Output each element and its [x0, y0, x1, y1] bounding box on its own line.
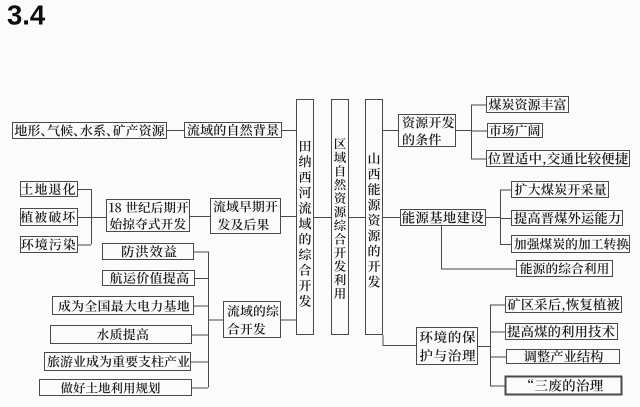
svg-text:3.4: 3.4 — [7, 0, 46, 31]
